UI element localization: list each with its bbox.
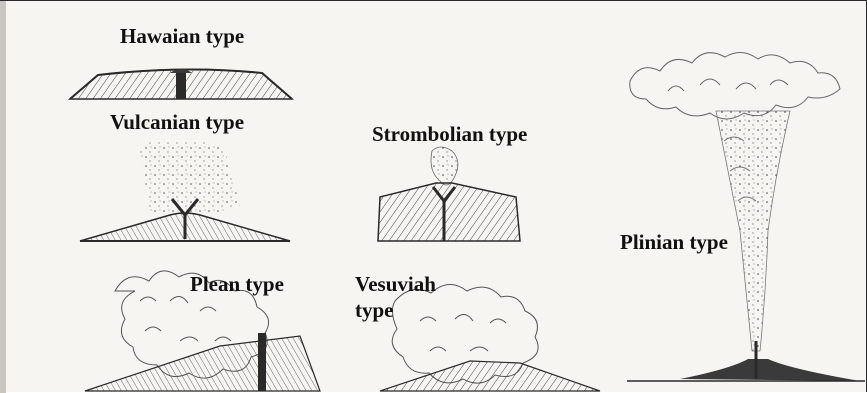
vulcanian-type-label: Vulcanian type [110,111,244,133]
vesuviah-type-label: Vesuviah type [355,271,455,323]
strombolian-volcano [378,147,520,241]
page-edge-shadow [0,1,6,393]
strombolian-type-label: Strombolian type [372,123,527,145]
plinian-volcano [627,52,865,381]
hawaian-type-label: Hawaian type [120,25,244,47]
hawaian-volcano [70,69,292,99]
vulcanian-volcano [80,140,290,241]
plean-type-label: Plean type [190,273,284,295]
plinian-type-label: Plinian type [620,231,728,253]
